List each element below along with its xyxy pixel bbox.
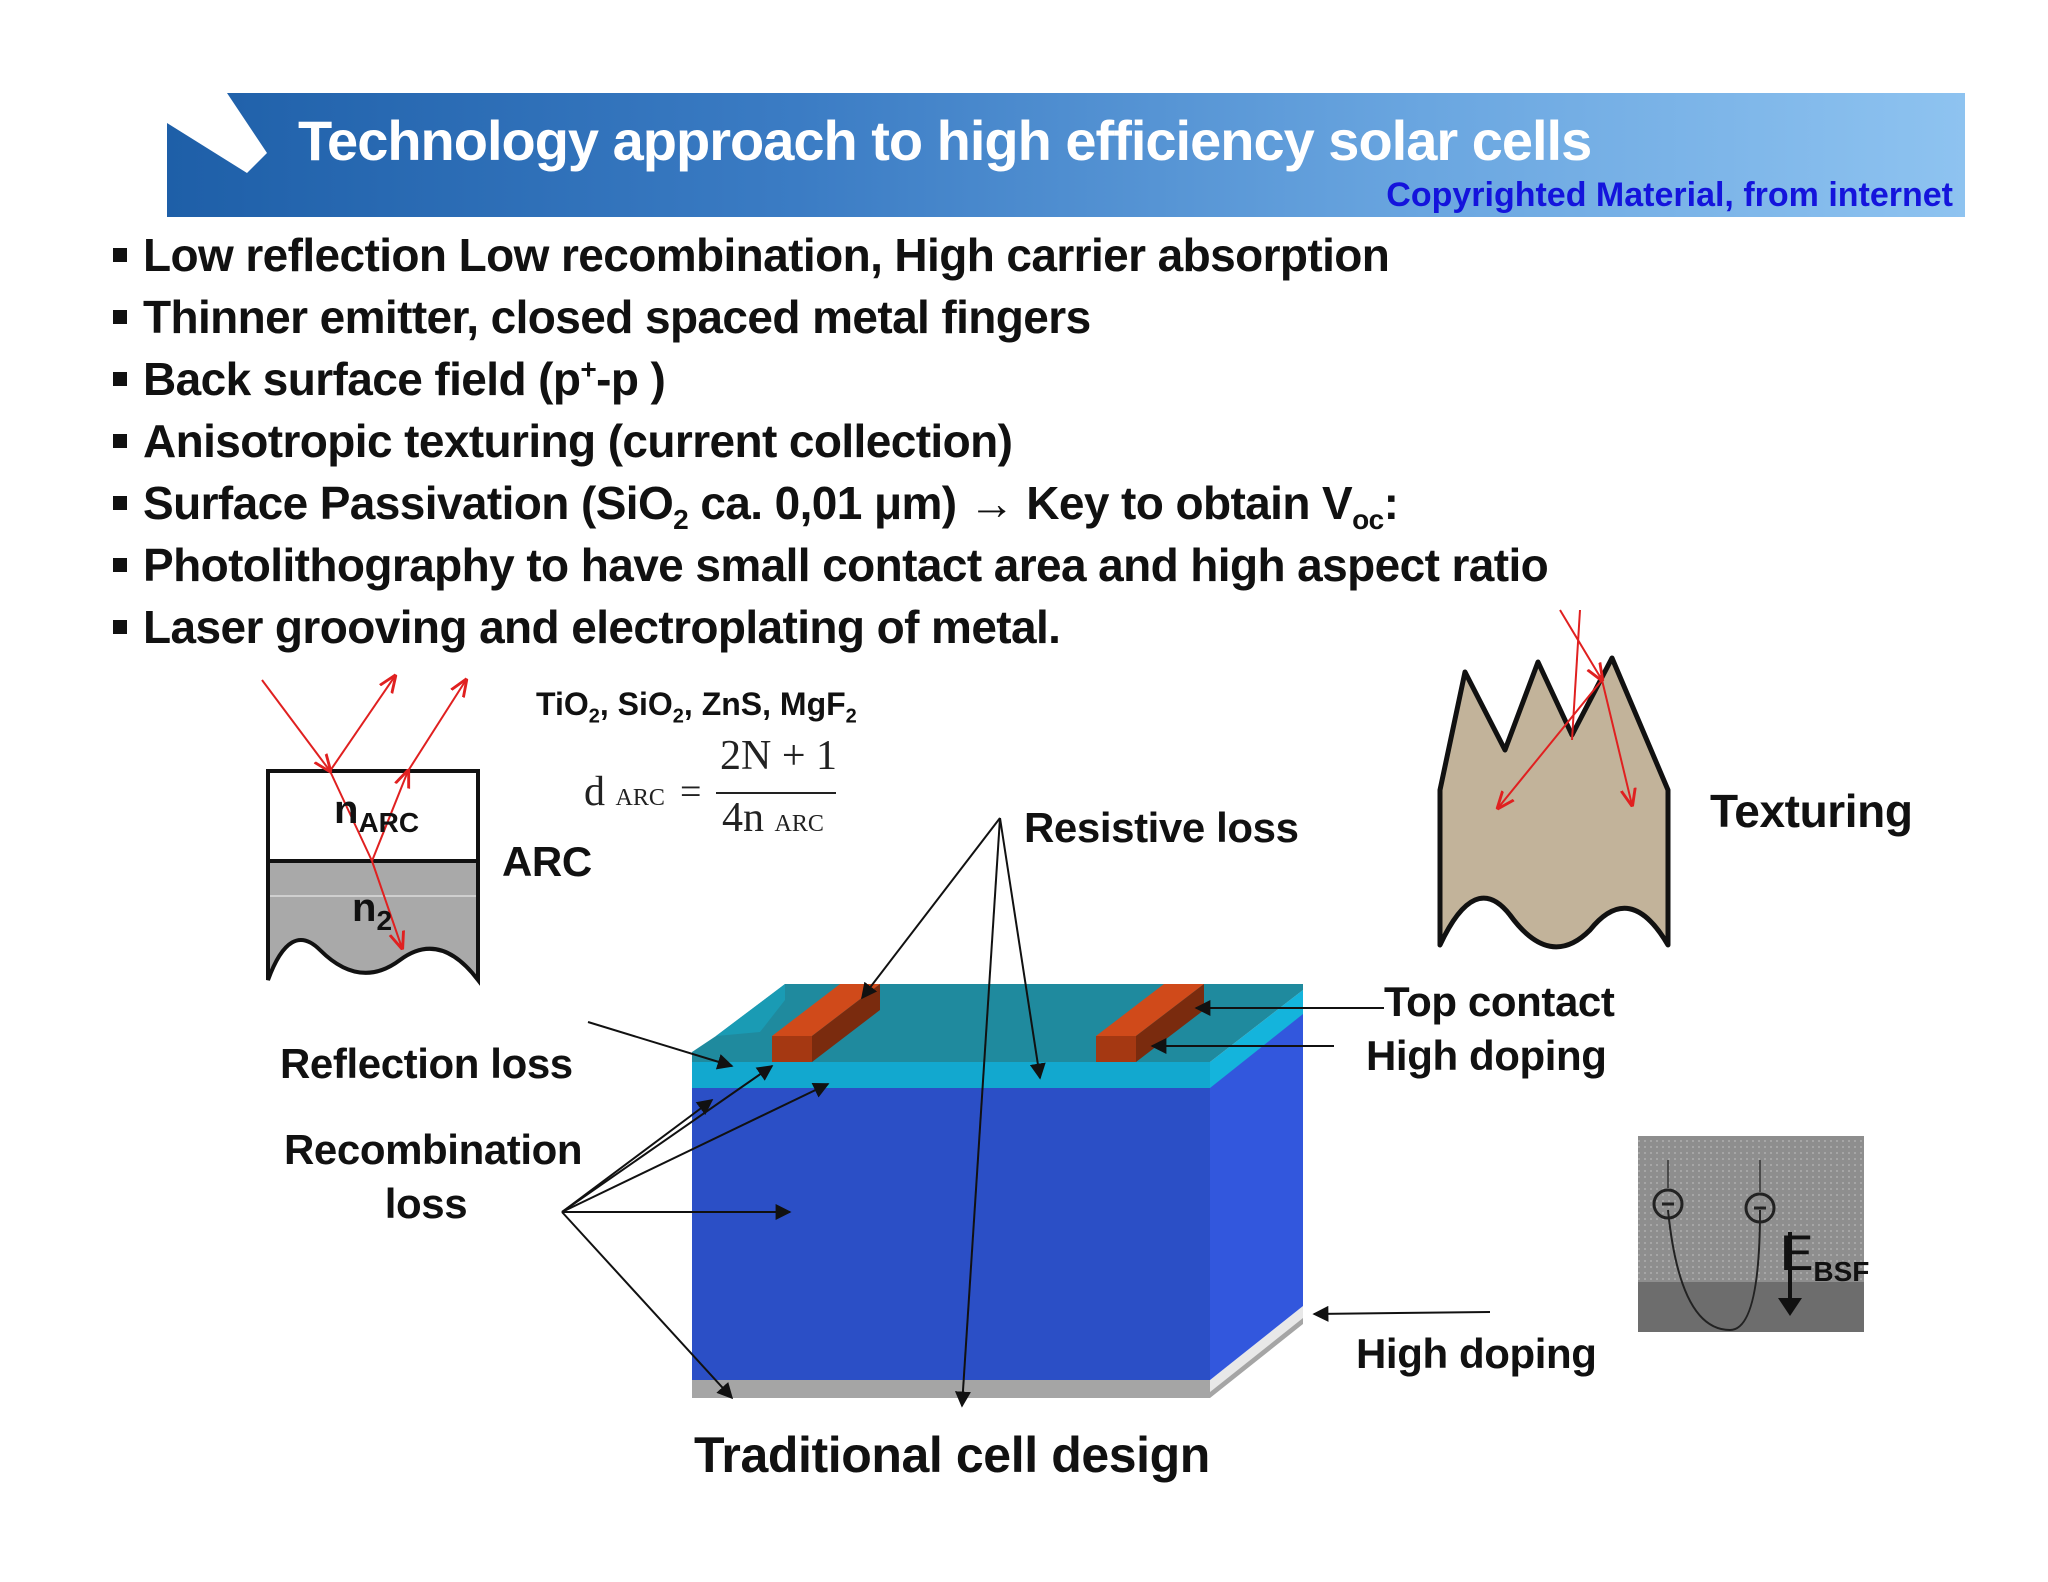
bullet-item: Low reflection Low recombination, High c…	[113, 224, 1548, 286]
banner-logo-mark	[167, 93, 267, 173]
title-banner	[167, 93, 1965, 217]
bullet-item: Anisotropic texturing (current collectio…	[113, 410, 1548, 472]
n-arc-label: nARC	[334, 788, 420, 838]
resistive-loss-label: Resistive loss	[1024, 804, 1299, 851]
n2-label: n2	[352, 886, 393, 936]
bullet-item: Back surface field (p+-p )	[113, 348, 1548, 410]
bullet-item: Photolithography to have small contact a…	[113, 534, 1549, 596]
reflection-loss-label: Reflection loss	[280, 1040, 573, 1087]
texturing-label: Texturing	[1710, 785, 1913, 837]
high-doping-top-label: High doping	[1366, 1032, 1607, 1079]
high-doping-bottom-label: High doping	[1356, 1330, 1597, 1377]
bullet-item: Surface Passivation (SiO2 ca. 0,01 μm) →…	[113, 472, 1548, 534]
texturing-schematic	[1437, 609, 1671, 950]
recombination-loss-label: Recombination loss	[284, 1126, 583, 1227]
solar-cell-block	[692, 984, 1303, 1398]
annotation-arrows	[561, 817, 1491, 1408]
top-contact-label: Top contact	[1384, 978, 1615, 1025]
bullet-item: Laser grooving and electroplating of met…	[113, 596, 1548, 658]
arc-materials: TiO2, SiO2, ZnS, MgF2	[536, 686, 857, 728]
e-bsf-label: EBSF	[1780, 1225, 1870, 1287]
diagram-caption: Traditional cell design	[694, 1427, 1210, 1483]
bsf-inset	[1638, 1136, 1864, 1332]
bullet-list: Low reflection Low recombination, High c…	[113, 224, 1549, 658]
top-contact-left	[772, 984, 880, 1062]
copyright-notice: Copyrighted Material, from internet	[1386, 176, 1953, 214]
arc-label: ARC	[502, 838, 592, 885]
page-title: Technology approach to high efficiency s…	[298, 109, 1592, 172]
bullet-item: Thinner emitter, closed spaced metal fin…	[113, 286, 1548, 348]
arc-schematic	[261, 676, 480, 986]
